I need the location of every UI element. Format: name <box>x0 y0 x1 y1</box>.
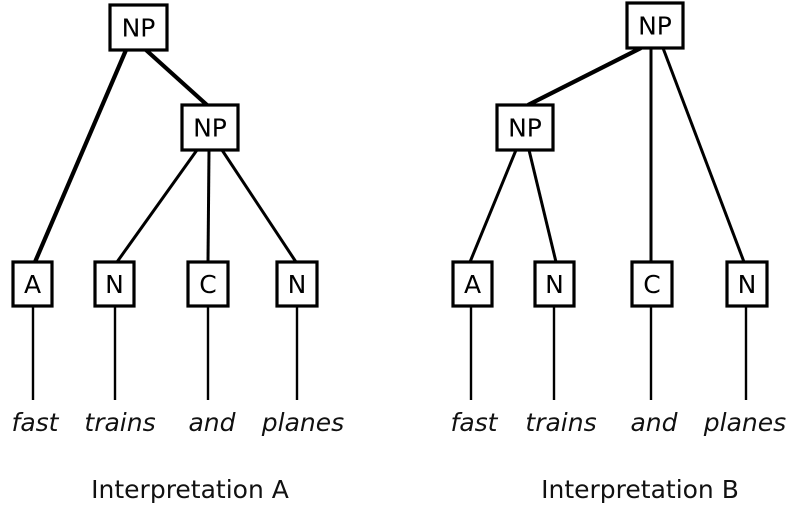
tree-edge <box>115 149 199 263</box>
terminal-word-a-word-trains: trains <box>84 408 155 437</box>
node-box-b-root-np <box>625 1 685 50</box>
node-label-a-mid-np: NP <box>193 114 227 143</box>
tree-edge <box>206 149 211 263</box>
node-label-a-root-np: NP <box>122 14 156 43</box>
node-box-a-leaf-c <box>186 260 230 308</box>
node-label-b-mid-np: NP <box>508 114 542 143</box>
tree-edge <box>527 46 642 107</box>
node-label-a-leaf-n2: N <box>288 270 307 299</box>
terminal-word-b-word-trains: trains <box>525 408 596 437</box>
node-box-b-leaf-c <box>630 260 674 308</box>
terminal-word-a-word-and: and <box>188 408 235 437</box>
node-label-a-leaf-c: C <box>199 270 216 299</box>
node-box-a-mid-np <box>180 103 240 152</box>
tree-edge <box>527 149 558 263</box>
tree-edge <box>33 49 128 263</box>
caption-interpretation-a: Interpretation A <box>91 475 289 504</box>
node-box-b-leaf-n2 <box>725 260 769 308</box>
node-label-b-root-np: NP <box>638 12 672 41</box>
node-box-a-leaf-n1 <box>93 260 136 308</box>
node-label-a-leaf-a: A <box>24 270 41 299</box>
node-label-b-leaf-n1: N <box>545 270 564 299</box>
node-label-b-leaf-n2: N <box>738 270 757 299</box>
node-box-a-root-np <box>108 3 169 52</box>
terminal-word-b-word-fast: fast <box>451 408 499 437</box>
node-box-a-leaf-n2 <box>275 260 319 308</box>
node-box-a-leaf-a <box>11 260 54 308</box>
caption-interpretation-b: Interpretation B <box>541 475 739 504</box>
terminal-word-b-word-and: and <box>630 408 677 437</box>
terminal-word-a-word-fast: fast <box>12 408 60 437</box>
node-box-b-mid-np <box>495 103 555 152</box>
node-label-b-leaf-a: A <box>464 270 481 299</box>
node-label-a-leaf-n1: N <box>105 270 124 299</box>
tree-edge <box>468 149 518 263</box>
node-label-b-leaf-c: C <box>643 270 660 299</box>
terminal-word-b-word-planes: planes <box>703 408 786 437</box>
tree-edge <box>144 48 209 107</box>
node-box-b-leaf-n1 <box>533 260 576 308</box>
tree-edge <box>220 149 298 263</box>
node-box-b-leaf-a <box>451 260 494 308</box>
tree-edge <box>661 47 746 263</box>
terminal-word-a-word-planes: planes <box>261 408 344 437</box>
